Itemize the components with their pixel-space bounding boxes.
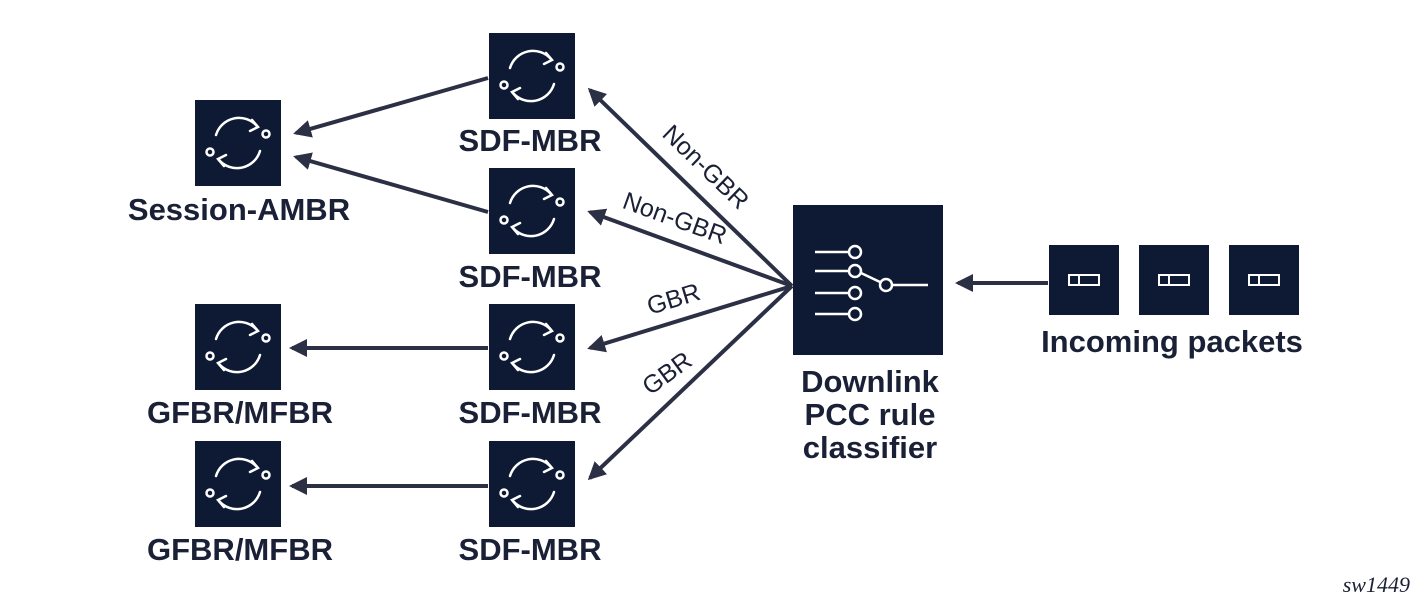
incoming-packets-node: Incoming packets [1041, 244, 1303, 359]
arrow-sdf2-to-session [293, 152, 489, 214]
circular-arrows-icon [193, 98, 283, 188]
arrow-classifier-to-sdf2 [587, 208, 793, 288]
sdf-mbr-node-4: SDF-MBR [459, 439, 602, 567]
arrow-classifier-to-sdf4 [587, 284, 794, 481]
circular-arrows-icon [487, 166, 577, 256]
gfbr-mfbr-label-1: GFBR/MFBR [147, 395, 333, 430]
circular-arrows-icon [487, 31, 577, 121]
gfbr-mfbr-label-2: GFBR/MFBR [147, 532, 333, 567]
session-ambr-node: Session-AMBR [128, 98, 350, 227]
session-ambr-label: Session-AMBR [128, 192, 350, 227]
sdf-mbr-label-1: SDF-MBR [459, 123, 602, 158]
sdf-mbr-node-3: SDF-MBR [459, 302, 602, 430]
packet-icon [1228, 244, 1300, 316]
classifier-label-line3: classifier [803, 430, 937, 465]
sdf-mbr-node-2: SDF-MBR [459, 166, 602, 294]
circular-arrows-icon [193, 302, 283, 392]
edge-label-non-gbr-2: Non-GBR [619, 187, 730, 250]
sdf-mbr-node-1: SDF-MBR [459, 31, 602, 158]
sdf-mbr-label-2: SDF-MBR [459, 259, 602, 294]
arrow-sdf1-to-session [293, 76, 489, 138]
edge-label-gbr-2: GBR [637, 346, 697, 401]
packet-icon [1138, 244, 1210, 316]
packet-icon [1048, 244, 1120, 316]
gfbr-mfbr-node-1: GFBR/MFBR [147, 302, 333, 430]
figure-reference: sw1449 [1343, 572, 1410, 597]
classifier-node: Downlink PCC rule classifier [793, 205, 943, 465]
incoming-packets-label: Incoming packets [1041, 324, 1303, 359]
sdf-mbr-label-4: SDF-MBR [459, 532, 602, 567]
circular-arrows-icon [193, 439, 283, 529]
classifier-label-line1: Downlink [801, 364, 940, 399]
switch-icon [815, 244, 928, 322]
circular-arrows-icon [487, 439, 577, 529]
arrow-classifier-to-sdf3 [587, 284, 793, 353]
sdf-mbr-label-3: SDF-MBR [459, 395, 602, 430]
arrow-classifier-to-sdf1 [587, 87, 794, 288]
classifier-label-line2: PCC rule [805, 397, 936, 432]
circular-arrows-icon [487, 302, 577, 392]
gfbr-mfbr-node-2: GFBR/MFBR [147, 439, 333, 567]
